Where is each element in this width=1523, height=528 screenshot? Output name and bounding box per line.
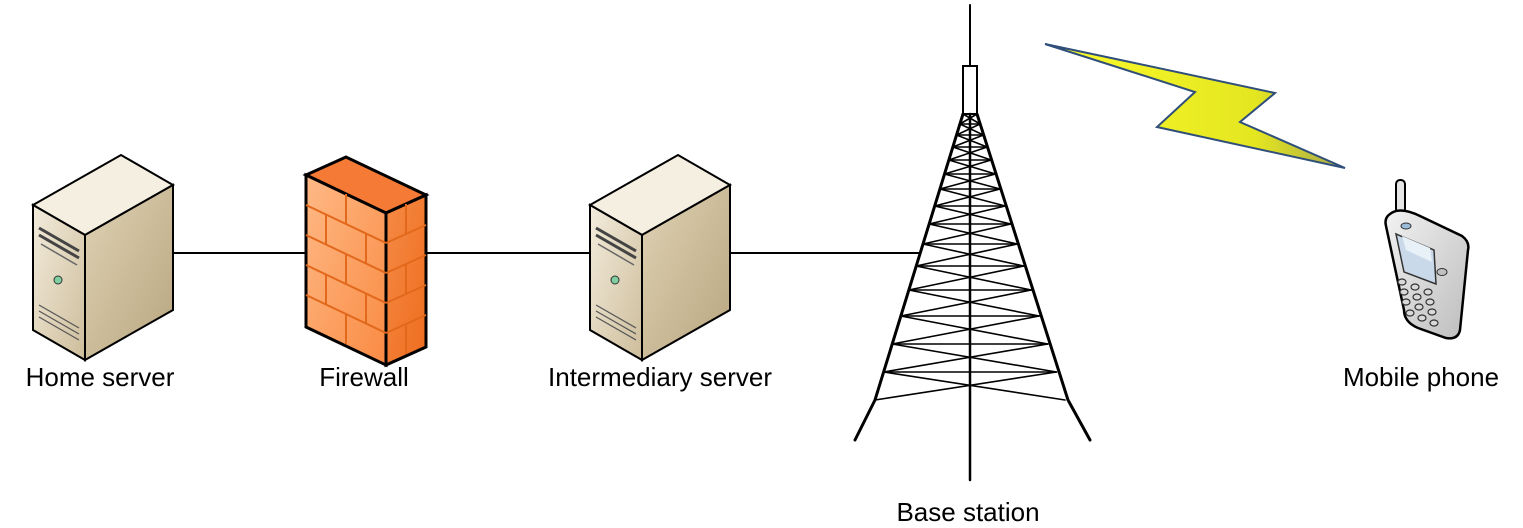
tower-brace bbox=[908, 289, 1040, 317]
tower-brace bbox=[915, 265, 1032, 291]
tower-brace bbox=[915, 243, 1018, 267]
tower-brace bbox=[891, 343, 1058, 373]
server-icon bbox=[30, 153, 176, 362]
tower-brace bbox=[959, 113, 978, 125]
tower-brace bbox=[882, 371, 1066, 401]
tower-brace bbox=[928, 223, 1018, 245]
firewall-icon bbox=[302, 155, 430, 368]
tower-brace bbox=[891, 315, 1040, 345]
tower-brace bbox=[922, 223, 1012, 245]
label-home-server: Home server bbox=[25, 362, 175, 392]
tower-brace bbox=[939, 188, 1007, 207]
label-intermediary-server: Intermediary server bbox=[548, 362, 772, 392]
tower-brace bbox=[874, 371, 1058, 401]
lightning-bolt-icon bbox=[1044, 43, 1346, 169]
cell-tower-icon bbox=[853, 4, 1092, 482]
tower-brace bbox=[908, 265, 1025, 291]
label-mobile-phone: Mobile phone bbox=[1342, 362, 1500, 392]
tower-brace bbox=[922, 243, 1025, 267]
label-base-station: Base station bbox=[896, 497, 1040, 527]
tower-brace bbox=[900, 289, 1032, 317]
tower-brace bbox=[900, 315, 1049, 345]
tower-brace bbox=[928, 205, 1007, 225]
tower-brace bbox=[952, 146, 992, 161]
tower-brace bbox=[933, 188, 1001, 207]
tower-brace bbox=[939, 173, 997, 190]
label-firewall: Firewall bbox=[319, 362, 409, 392]
tower-brace bbox=[943, 159, 992, 175]
tower-brace bbox=[955, 134, 988, 148]
server-icon bbox=[587, 153, 733, 362]
tower-brace bbox=[948, 159, 997, 175]
tower-brace bbox=[882, 343, 1049, 373]
tower-brace bbox=[933, 205, 1012, 225]
tower-brace bbox=[952, 134, 985, 148]
mobile-phone-icon bbox=[1384, 179, 1470, 340]
tower-brace bbox=[959, 123, 985, 136]
tower-brace bbox=[955, 123, 981, 136]
tower-brace bbox=[962, 113, 981, 125]
tower-brace bbox=[948, 146, 988, 161]
tower-brace bbox=[943, 173, 1001, 190]
